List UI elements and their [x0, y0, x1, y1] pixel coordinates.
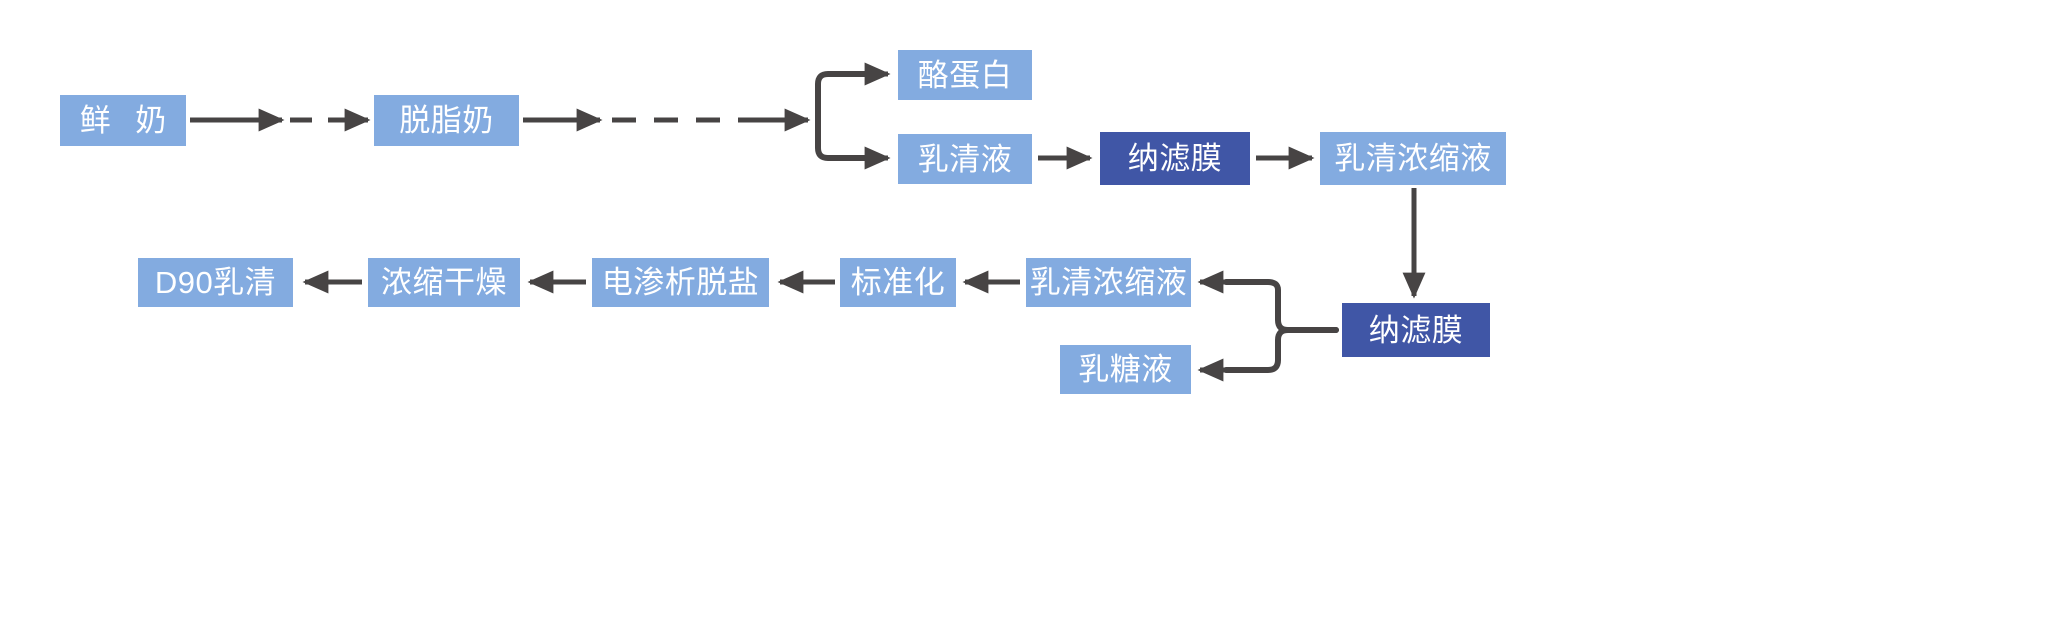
node-concentration-drying[interactable]: 浓缩干燥	[368, 258, 520, 307]
node-whey-liquid[interactable]: 乳清液	[898, 134, 1032, 184]
node-lactose-liquid[interactable]: 乳糖液	[1060, 345, 1191, 394]
node-casein[interactable]: 酪蛋白	[898, 50, 1032, 100]
node-skim-milk[interactable]: 脱脂奶	[374, 95, 519, 146]
node-nanofiltration-membrane-2[interactable]: 纳滤膜	[1342, 303, 1490, 357]
edge-nanofiltration-2-to-whey-concentrate-2	[1197, 270, 1339, 333]
node-electrodialysis-desalination[interactable]: 电渗析脱盐	[592, 258, 769, 307]
edge-nanofiltration-2-to-lactose-liquid	[1197, 327, 1339, 382]
node-nanofiltration-membrane-1[interactable]: 纳滤膜	[1100, 132, 1250, 185]
node-d90-whey[interactable]: D90乳清	[138, 258, 293, 307]
edge-split-to-whey-liquid	[815, 117, 891, 170]
edge-split-to-casein	[815, 62, 891, 123]
node-fresh-milk[interactable]: 鲜 奶	[60, 95, 186, 146]
node-whey-concentrate-2[interactable]: 乳清浓缩液	[1026, 258, 1191, 307]
node-whey-concentrate-1[interactable]: 乳清浓缩液	[1320, 132, 1506, 185]
node-standardization[interactable]: 标准化	[840, 258, 956, 307]
